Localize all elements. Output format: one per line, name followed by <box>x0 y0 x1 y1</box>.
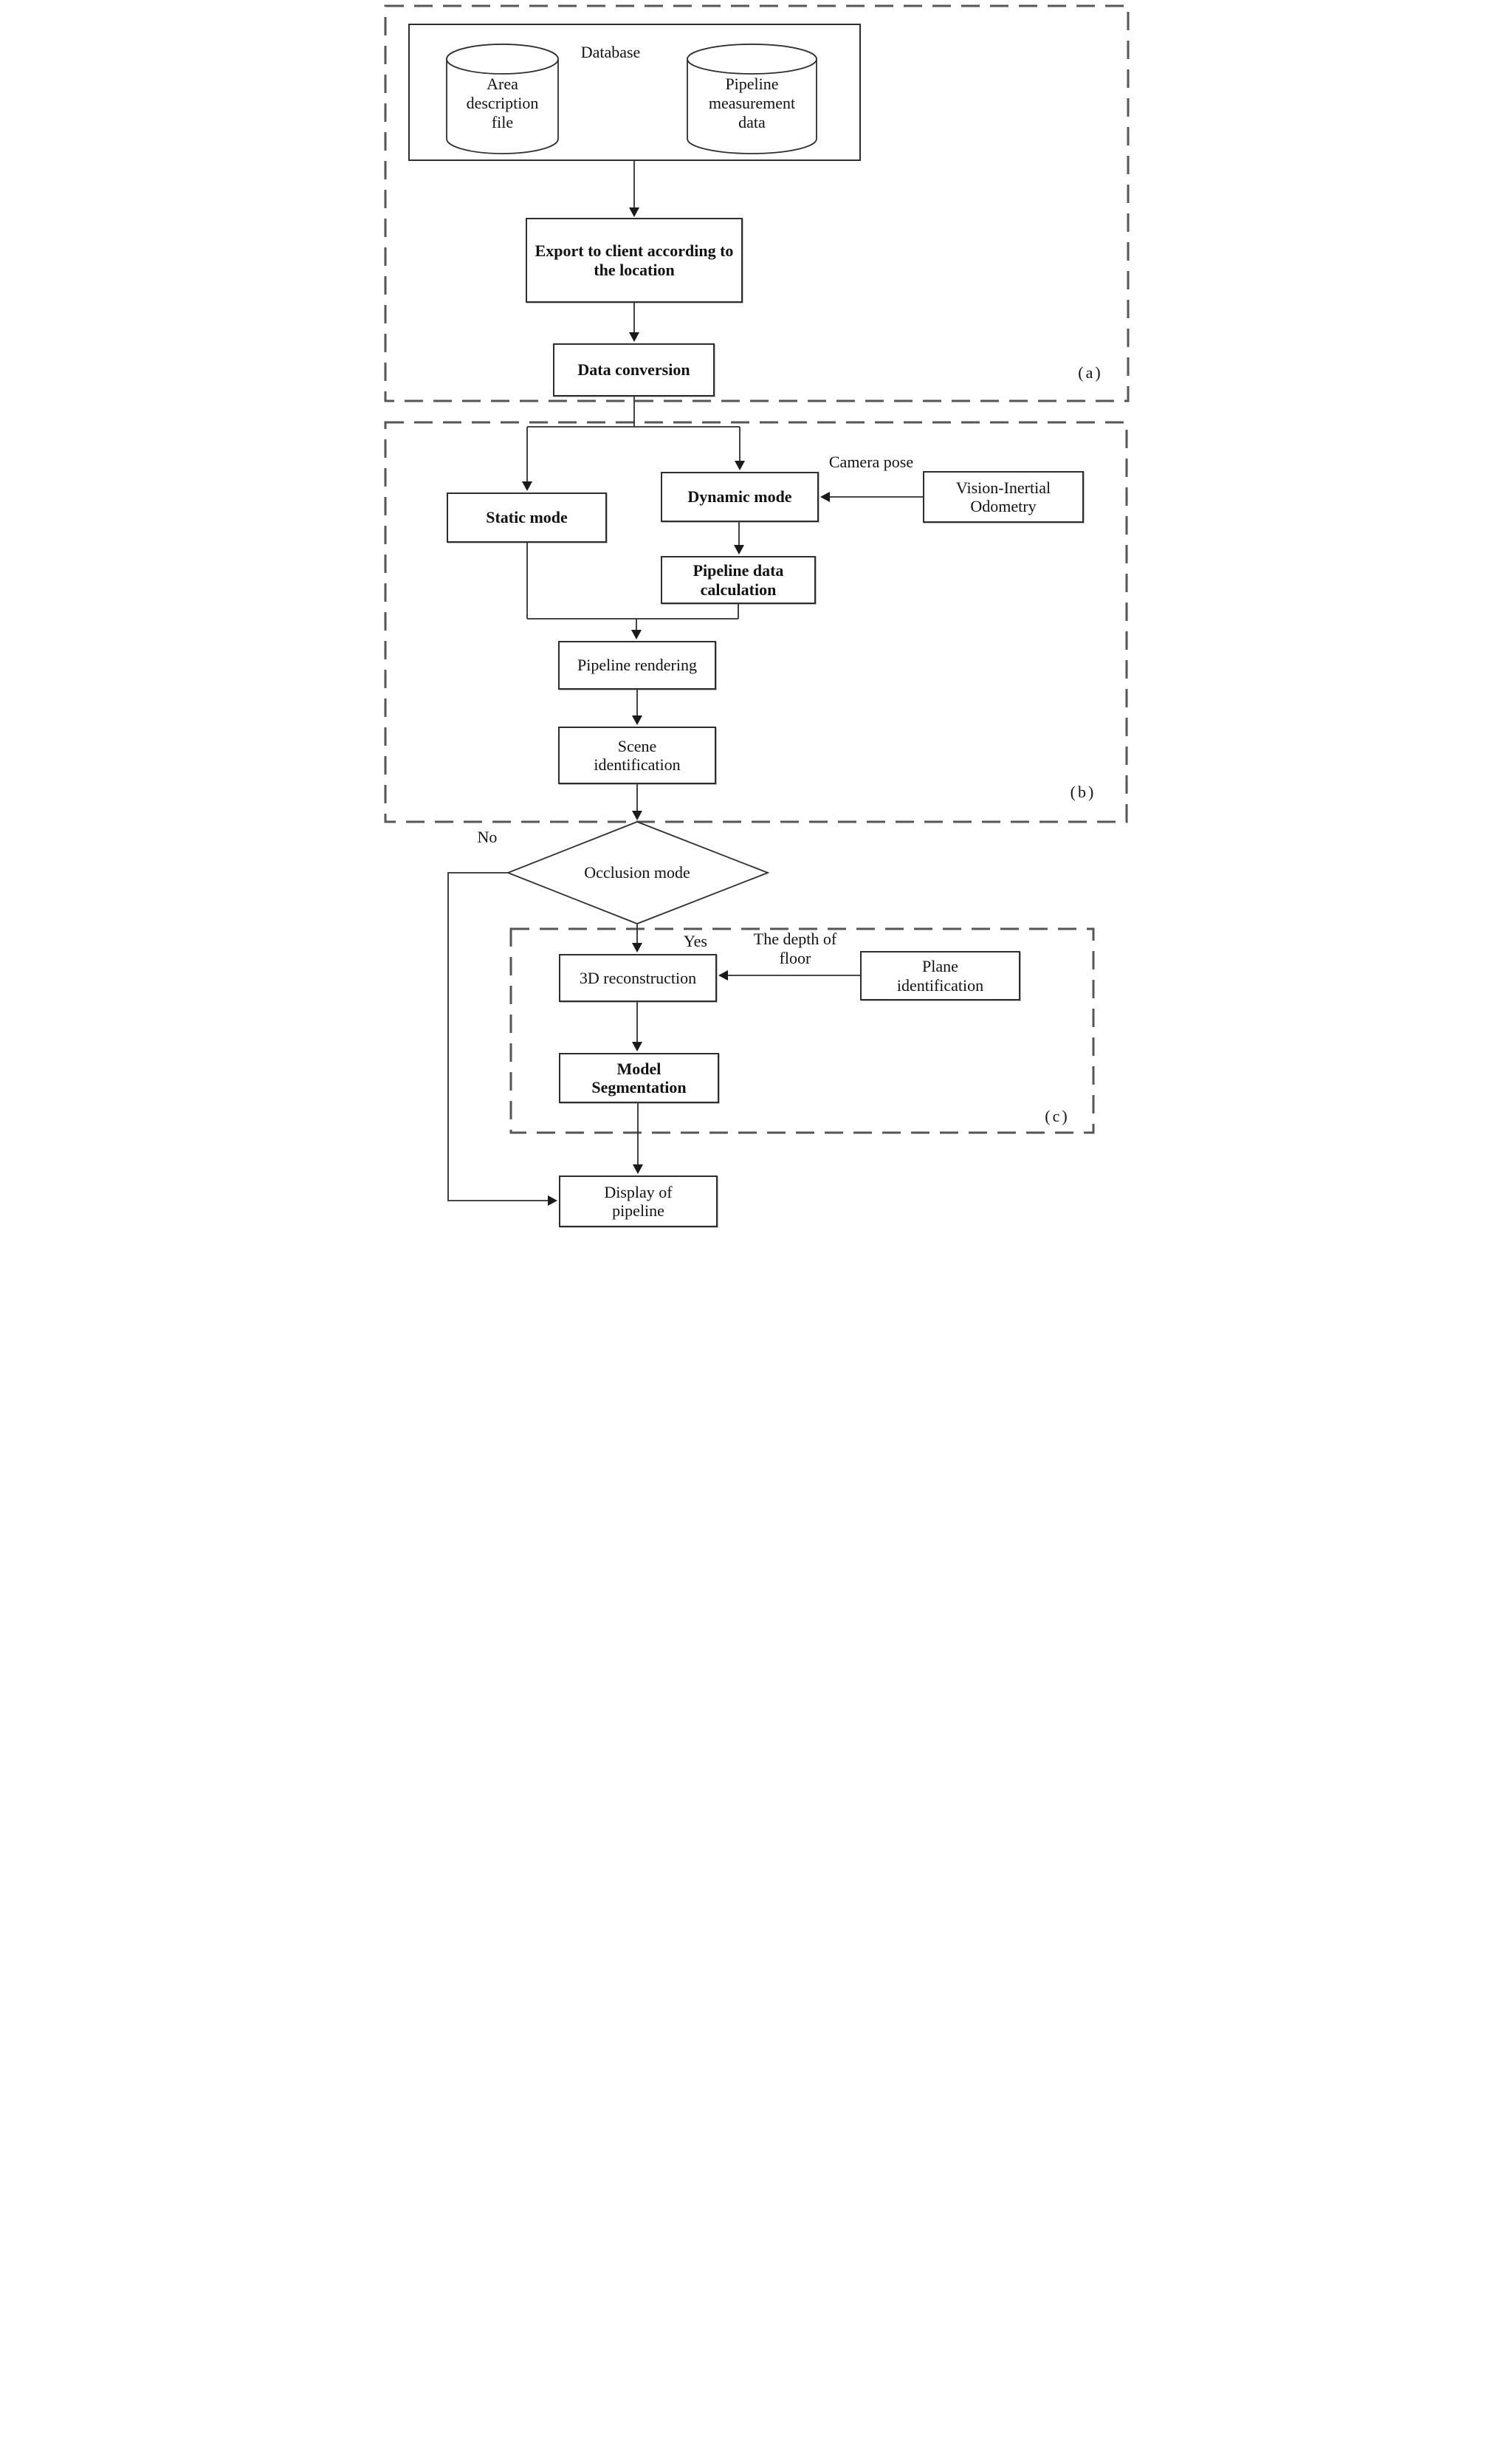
section-b-border <box>384 421 1128 823</box>
arrowhead-into-reconstruction <box>632 943 642 953</box>
measurement-data-cylinder-top-icon <box>687 44 817 75</box>
display-of-pipeline-box: Display of pipeline <box>559 1175 718 1227</box>
export-to-client-box: Export to client according to the locati… <box>526 218 743 303</box>
section-borders <box>384 4 1130 1134</box>
data-conversion-box: Data conversion <box>553 343 715 397</box>
arrowhead-into-occlusion <box>632 811 642 820</box>
depth-of-floor-label: The depth of floor <box>753 930 837 967</box>
vision-inertial-odometry-box: Vision-Inertial Odometry <box>923 471 1084 523</box>
edges <box>447 161 923 1201</box>
static-mode-box: Static mode <box>447 492 607 543</box>
no-label: No <box>477 828 498 846</box>
3d-reconstruction-box: 3D reconstruction <box>559 954 717 1002</box>
arrowhead-into-model <box>632 1042 642 1051</box>
scene-identification-box: Scene identification <box>558 727 716 784</box>
arrowhead-no-into-display <box>548 1195 557 1206</box>
arrowhead-into-static <box>522 481 532 491</box>
arrowhead-into-display <box>633 1164 643 1174</box>
occlusion-decision-diamond <box>506 821 770 924</box>
flowchart-figure: Database Area description file Pipeline … <box>378 0 1134 1230</box>
plane-identification-box: Plane identification <box>860 951 1020 1000</box>
arrowhead-into-dataconversion <box>629 332 639 342</box>
model-segmentation-box: Model Segmentation <box>559 1053 719 1103</box>
arrowheads <box>522 207 830 1206</box>
yes-label: Yes <box>683 932 707 950</box>
section-b-label: (b) <box>1070 783 1096 801</box>
section-a-border <box>384 4 1130 402</box>
area-file-cylinder-top-icon <box>446 44 559 75</box>
arrowhead-into-reconstruction-right <box>718 970 728 981</box>
area-description-file-label: Area description file <box>466 75 539 131</box>
dynamic-mode-box: Dynamic mode <box>661 472 819 522</box>
edge-no-branch <box>447 872 548 1201</box>
pipeline-rendering-box: Pipeline rendering <box>558 641 716 690</box>
connector-layer <box>384 4 1130 1206</box>
arrowhead-into-dynamic-right <box>820 492 830 502</box>
section-a-label: (a) <box>1078 363 1103 382</box>
occlusion-mode-label: Occlusion mode <box>584 863 690 882</box>
database-cylinders <box>446 44 817 154</box>
section-c-border <box>509 927 1095 1134</box>
database-group-box <box>408 24 861 161</box>
arrowhead-into-dynamic <box>735 461 745 470</box>
section-c-label: (c) <box>1045 1107 1070 1125</box>
pipeline-measurement-data-label: Pipeline measurement data <box>708 75 796 131</box>
database-label: Database <box>580 43 641 61</box>
pipeline-data-calculation-box: Pipeline data calculation <box>661 556 816 604</box>
arrowhead-into-scene <box>632 715 642 725</box>
arrowhead-into-export <box>629 207 639 217</box>
camera-pose-label: Camera pose <box>828 453 914 471</box>
arrowhead-into-rendering <box>631 630 642 639</box>
arrowhead-into-pdc <box>734 545 744 555</box>
